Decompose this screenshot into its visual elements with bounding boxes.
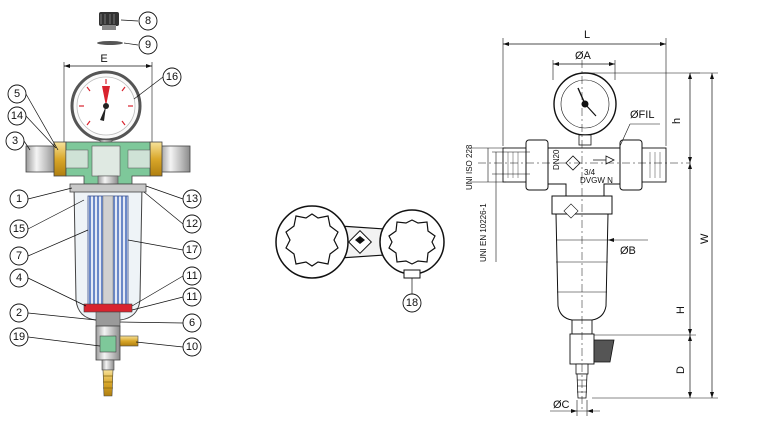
dimension-E: E <box>63 53 153 150</box>
svg-text:6: 6 <box>189 317 195 329</box>
svg-text:11: 11 <box>186 291 197 303</box>
pressure-gauge <box>70 70 142 151</box>
dimension-D: D <box>675 335 692 398</box>
svg-text:W: W <box>699 233 711 244</box>
svg-text:19: 19 <box>13 331 25 343</box>
outline-gauge <box>553 72 617 146</box>
callout-5: 5 <box>7 84 27 104</box>
svg-text:13: 13 <box>186 193 198 205</box>
dimension-E-label: E <box>100 53 107 65</box>
svg-text:9: 9 <box>145 39 151 51</box>
svg-text:4: 4 <box>16 272 22 284</box>
thread-standards <box>470 147 530 262</box>
callout-6: 6 <box>182 313 202 333</box>
dimension-C: ØC <box>550 399 600 416</box>
svg-text:h: h <box>671 118 683 124</box>
svg-text:7: 7 <box>16 250 22 262</box>
callout-15: 15 <box>9 219 29 239</box>
svg-text:H: H <box>675 306 687 314</box>
svg-text:ØC: ØC <box>553 399 570 411</box>
outline-drain <box>569 319 615 399</box>
callout-16: 16 <box>162 67 182 87</box>
bowl-wrench: 18 <box>275 205 445 313</box>
svg-text:ØB: ØB <box>620 245 636 257</box>
vent-cap <box>99 12 119 30</box>
drain-valve <box>95 325 139 397</box>
svg-text:14: 14 <box>11 110 23 122</box>
callout-4: 4 <box>9 268 29 288</box>
dimension-A: ØA <box>552 50 616 80</box>
dimension-H: H <box>594 163 696 336</box>
thread-labels: UNI ISO 228 UNI EN 10226-1 <box>465 144 488 262</box>
callout-7: 7 <box>9 246 29 266</box>
svg-text:L: L <box>584 29 590 41</box>
svg-text:17: 17 <box>186 244 198 256</box>
svg-text:UNI ISO 228: UNI ISO 228 <box>465 144 474 190</box>
svg-text:ØFIL: ØFIL <box>630 109 654 121</box>
dimension-h: h <box>588 72 700 163</box>
leader-lines <box>23 19 184 348</box>
body-markings: DN20 3/4 DVGW N <box>552 149 613 185</box>
callout-8: 8 <box>138 11 158 31</box>
callout-3: 3 <box>5 131 25 151</box>
dimension-W: W <box>592 72 718 399</box>
callout-10: 10 <box>182 337 202 357</box>
seal-ring <box>97 41 123 45</box>
valve-body <box>25 141 191 191</box>
svg-text:1: 1 <box>16 193 22 205</box>
svg-text:2: 2 <box>16 307 22 319</box>
sectional-view: E <box>5 11 202 397</box>
filter-bowl <box>69 183 147 327</box>
callout-14: 14 <box>7 106 27 126</box>
callout-12: 12 <box>182 214 202 234</box>
dimension-L: L <box>502 29 667 146</box>
callout-11a: 11 <box>182 266 202 286</box>
svg-text:18: 18 <box>406 297 418 309</box>
callout-13: 13 <box>182 189 202 209</box>
callout-19: 19 <box>9 327 29 347</box>
callout-18: 18 <box>402 293 422 313</box>
brand-logo <box>347 229 373 255</box>
callout-2: 2 <box>9 303 29 323</box>
part-callouts: 8 9 16 5 14 3 1 15 7 4 2 19 13 12 17 11 … <box>5 11 202 357</box>
callout-17: 17 <box>182 240 202 260</box>
svg-text:3: 3 <box>12 135 18 147</box>
svg-text:D: D <box>675 366 687 374</box>
callout-9: 9 <box>138 35 158 55</box>
svg-text:11: 11 <box>186 270 197 282</box>
outline-body <box>502 139 667 197</box>
svg-text:UNI EN 10226-1: UNI EN 10226-1 <box>479 203 488 262</box>
callout-11b: 11 <box>182 287 202 307</box>
svg-text:5: 5 <box>14 88 20 100</box>
svg-text:12: 12 <box>186 218 198 230</box>
svg-text:16: 16 <box>166 71 178 83</box>
svg-text:10: 10 <box>186 341 198 353</box>
svg-text:8: 8 <box>145 15 151 27</box>
callout-1: 1 <box>9 189 29 209</box>
svg-text:DVGW N: DVGW N <box>580 176 613 185</box>
svg-text:15: 15 <box>13 223 25 235</box>
dimension-FIL: ØFIL <box>619 109 660 147</box>
svg-text:DN20: DN20 <box>552 149 561 170</box>
svg-text:3/4: 3/4 <box>584 168 596 177</box>
dimension-B: ØB <box>556 238 648 257</box>
outline-view: L ØA <box>465 29 718 416</box>
svg-text:ØA: ØA <box>575 50 592 62</box>
